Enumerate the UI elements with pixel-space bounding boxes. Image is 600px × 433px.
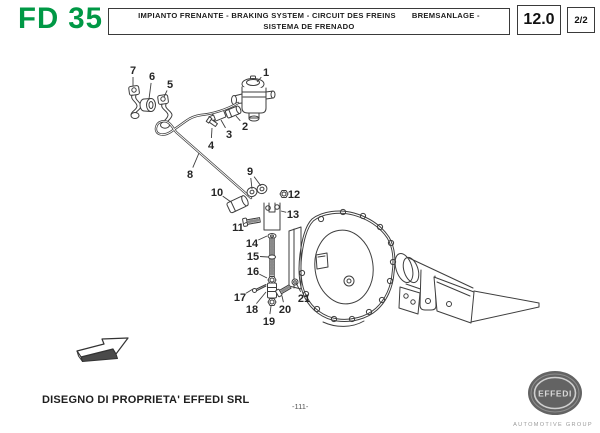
callout-20: 20 <box>279 304 291 316</box>
leader-line <box>253 176 262 187</box>
callout-5: 5 <box>167 79 173 91</box>
callout-15: 15 <box>247 251 259 263</box>
callout-12: 12 <box>288 189 300 201</box>
brake-pipe <box>154 101 253 200</box>
callout-18: 18 <box>246 304 258 316</box>
title-spanish: SISTEMA DE FRENADO <box>263 21 355 31</box>
anchor-bolt <box>275 284 292 298</box>
leader-line <box>250 177 253 190</box>
section-code: 12.0 <box>523 11 555 28</box>
sheet-number: 2/2 <box>574 14 588 26</box>
callout-2: 2 <box>242 121 248 133</box>
leader-line <box>222 195 232 203</box>
leader-line <box>192 152 200 168</box>
section-code-box: 12.0 <box>517 5 561 35</box>
callout-6: 6 <box>149 71 155 83</box>
sheet-number-box: 2/2 <box>567 7 595 33</box>
pipe-fittings <box>205 105 242 128</box>
logo-subtext: AUTOMOTIVE GROUP <box>513 422 593 428</box>
leader-line <box>148 82 152 100</box>
leader-line <box>243 221 248 224</box>
model-code: FD 35 <box>18 2 103 35</box>
leader-line <box>269 305 272 315</box>
title-german: BREMSANLAGE - <box>411 11 480 21</box>
callout-19: 19 <box>263 316 275 328</box>
leader-line <box>259 273 268 279</box>
valve-linkage <box>226 183 299 306</box>
callout-9: 9 <box>247 166 253 178</box>
leader-line <box>258 235 268 241</box>
leader-line <box>210 127 213 139</box>
leader-line <box>163 90 168 98</box>
callout-10: 10 <box>211 187 223 199</box>
callout-7: 7 <box>130 65 136 77</box>
callout-4: 4 <box>208 140 215 152</box>
callout-21: 21 <box>298 293 310 305</box>
callout-16: 16 <box>247 266 259 278</box>
callout-1: 1 <box>263 67 269 79</box>
property-notice: DISEGNO DI PROPRIETA' EFFEDI SRL <box>42 394 250 406</box>
callout-14: 14 <box>246 238 259 250</box>
leader-line <box>256 291 267 304</box>
leader-line <box>256 76 262 83</box>
cover-bolts <box>298 208 397 323</box>
page-title: IMPIANTO FRENANTE - BRAKING SYSTEM - CIR… <box>108 8 510 35</box>
leader-line <box>280 210 287 213</box>
leader-line <box>259 256 269 258</box>
page-number: -111- <box>292 402 309 411</box>
leader-line <box>295 282 302 293</box>
logo-text: EFFEDI <box>538 389 572 399</box>
axle-housing <box>288 208 540 327</box>
title-line1: IMPIANTO FRENANTE - BRAKING SYSTEM - CIR… <box>138 11 480 21</box>
clevis-bolt <box>242 217 261 227</box>
load-sensing-valve <box>231 75 276 122</box>
effedi-logo: EFFEDI AUTOMOTIVE GROUP <box>513 371 593 428</box>
direction-arrow <box>76 337 129 362</box>
callout-17: 17 <box>234 292 246 304</box>
leader-line <box>235 115 241 122</box>
callout-8: 8 <box>187 169 193 181</box>
leader-line <box>220 119 226 129</box>
leader-line <box>245 288 254 294</box>
callout-13: 13 <box>287 209 299 221</box>
bleed-screw <box>205 116 218 128</box>
title-multilang: IMPIANTO FRENANTE - BRAKING SYSTEM - CIR… <box>138 11 396 21</box>
pipe-clamps <box>128 85 173 129</box>
callout-11: 11 <box>232 222 244 234</box>
callout-3: 3 <box>226 129 232 141</box>
leader-line <box>281 295 284 303</box>
